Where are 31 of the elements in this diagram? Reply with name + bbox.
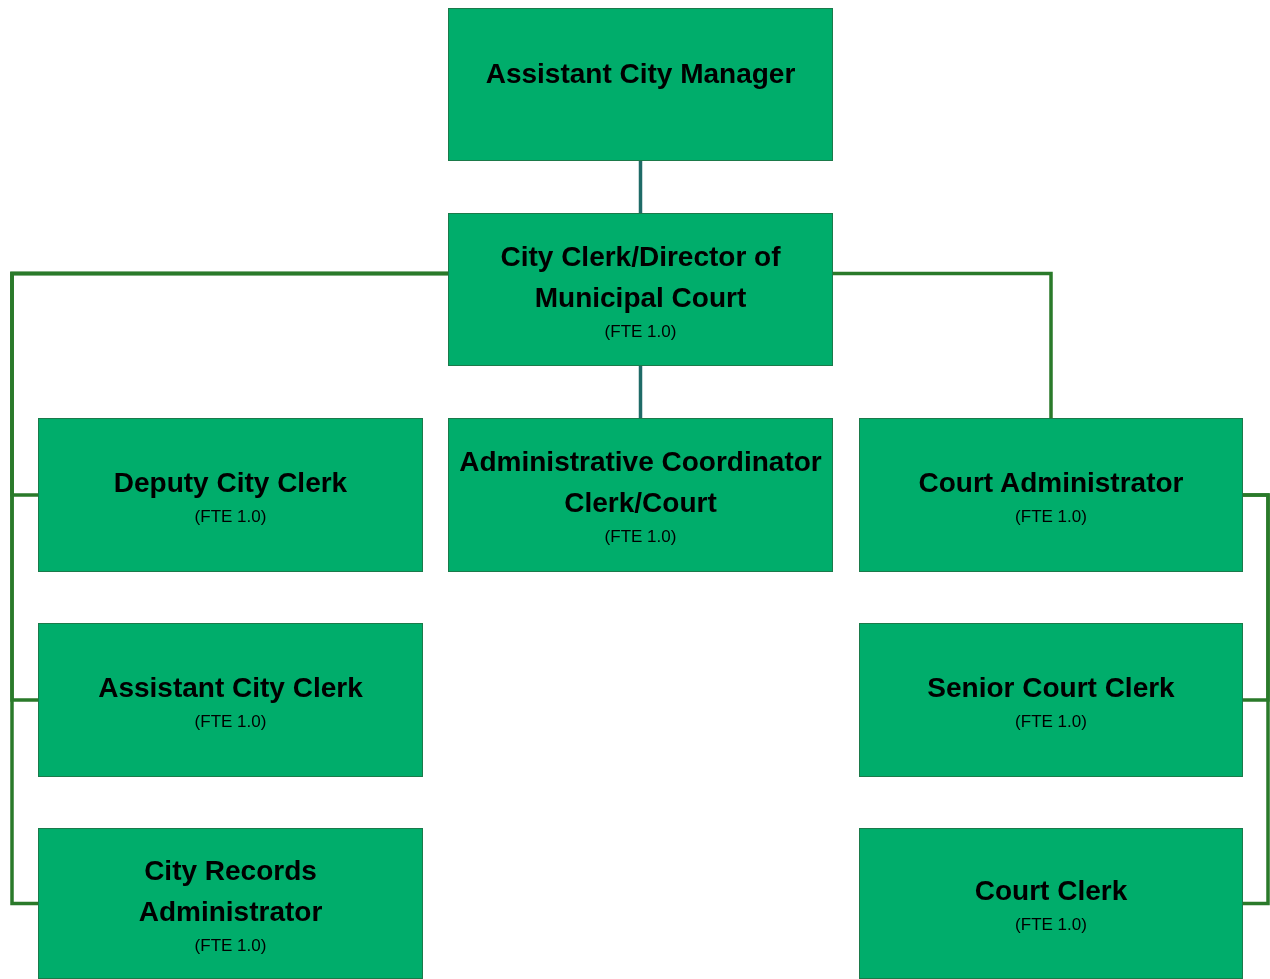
org-box	[448, 8, 833, 161]
org-box	[448, 213, 833, 366]
fte-note: (FTE 1.0)	[194, 710, 267, 733]
org-box	[859, 623, 1243, 777]
fte-note: (FTE 1.0)	[194, 505, 267, 528]
org-box	[859, 418, 1243, 572]
role-title: Administrative Coordinator Clerk/Court	[459, 445, 822, 520]
connector-line	[638, 161, 643, 213]
org-box	[38, 828, 423, 979]
fte-note: (FTE 1.0)	[1015, 914, 1087, 936]
role-title: Senior Court Clerk	[927, 670, 1175, 705]
org-box	[38, 418, 423, 572]
org-box	[859, 828, 1243, 979]
connector-line	[638, 366, 643, 418]
role-title: Assistant City Manager	[485, 57, 796, 91]
connector-line	[1243, 493, 1270, 906]
org-box	[38, 623, 423, 777]
fte-note: (FTE 1.0)	[604, 320, 677, 343]
role-title: Court Clerk	[974, 874, 1128, 908]
fte-note: (FTE 1.0)	[1015, 710, 1087, 733]
role-title: Court Administrator	[918, 465, 1184, 500]
org-box	[448, 418, 833, 572]
fte-note: (FTE 1.0)	[1015, 505, 1087, 528]
connector-line	[10, 271, 448, 906]
fte-note: (FTE 1.0)	[604, 526, 677, 548]
role-title: Deputy City Clerk	[113, 465, 348, 500]
fte-note: (FTE 1.0)	[194, 934, 267, 957]
connector-line	[833, 271, 1053, 418]
role-title: City Records Administrator	[137, 853, 324, 929]
role-title: Assistant City Clerk	[98, 670, 363, 705]
role-title: City Clerk/Director of Municipal Court	[499, 239, 782, 315]
